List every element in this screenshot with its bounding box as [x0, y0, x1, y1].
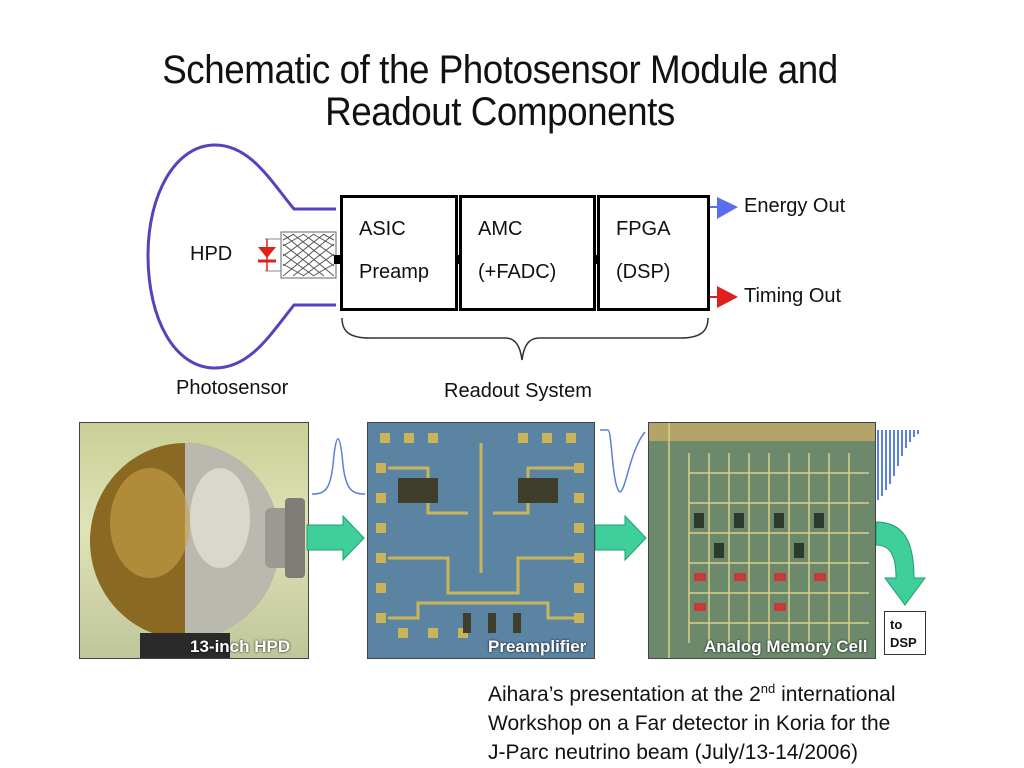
- to-dsp-line-2: DSP: [890, 635, 917, 650]
- dsp-label: (DSP): [616, 261, 671, 283]
- caption-line-1: Aihara’s presentation at the 2nd interna…: [488, 674, 896, 709]
- hpd-photo-label: 13-inch HPD: [190, 637, 291, 656]
- diode-icon: [258, 239, 276, 271]
- caption-line-1-text: Aihara’s presentation at the 2: [488, 683, 761, 706]
- readout-system-label: Readout System: [444, 380, 592, 402]
- preamp-chip-photo: Preamplifier: [367, 422, 595, 659]
- amc-chip-photo: Analog Memory Cell: [648, 422, 876, 659]
- fpga-box: FPGA (DSP): [597, 195, 710, 311]
- asic-label: ASIC: [359, 218, 406, 240]
- caption-line-3: J-Parc neutrino beam (July/13-14/2006): [488, 741, 859, 764]
- amc-box: AMC (+FADC): [459, 195, 596, 311]
- timing-out-arrow: [717, 286, 738, 308]
- preamp-label: Preamp: [359, 261, 430, 283]
- readout-brace: [341, 317, 709, 361]
- asic-preamp-box: ASIC Preamp: [340, 195, 458, 311]
- caption-superscript: nd: [760, 681, 776, 696]
- title-line-1: Schematic of the Photosensor Module and: [162, 48, 838, 92]
- caption-line-2: Workshop on a Far detector in Koria for …: [488, 712, 891, 735]
- hpd-bulb-outline: [146, 143, 336, 370]
- preamp-photo-label: Preamplifier: [488, 637, 587, 656]
- hpd-photo: 13-inch HPD: [79, 422, 309, 659]
- fadc-label: (+FADC): [478, 261, 557, 283]
- caption: Aihara’s presentation at the 2nd interna…: [488, 674, 896, 767]
- timing-out-label: Timing Out: [744, 285, 842, 307]
- energy-out-arrow: [717, 197, 738, 219]
- title-line-2: Readout Components: [325, 90, 675, 134]
- amc-photo-label: Analog Memory Cell: [704, 637, 868, 656]
- photosensor-label: Photosensor: [176, 377, 289, 399]
- hpd-label: HPD: [190, 243, 233, 265]
- amc-label: AMC: [478, 218, 523, 240]
- to-dsp-line-1: to: [890, 617, 903, 632]
- caption-line-1-tail: international: [775, 683, 896, 706]
- to-dsp-box: to DSP: [884, 611, 926, 655]
- energy-out-label: Energy Out: [744, 195, 846, 217]
- fpga-label: FPGA: [616, 218, 671, 240]
